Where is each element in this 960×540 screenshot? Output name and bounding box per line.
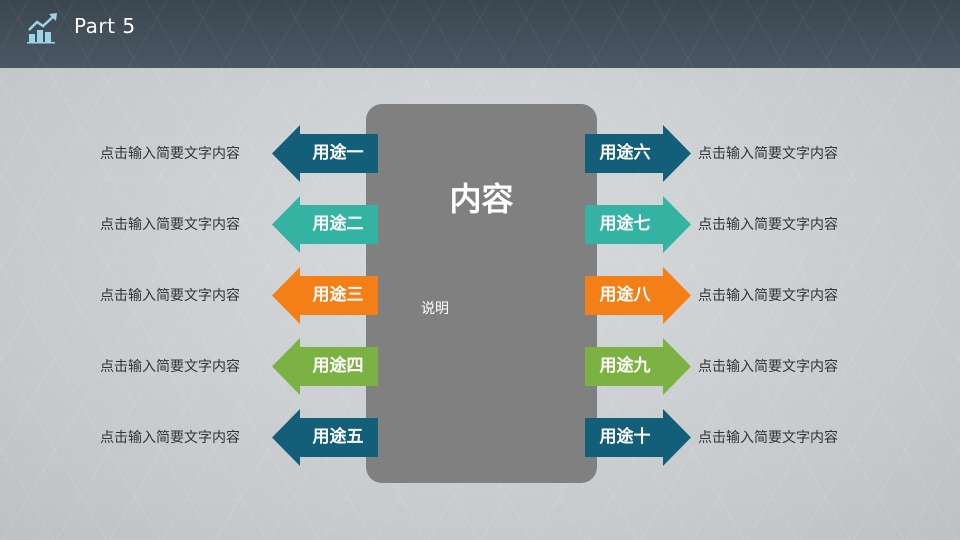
arrow-left-shape — [272, 409, 378, 466]
usage-description: 点击输入简要文字内容 — [698, 217, 838, 233]
usage-arrow-right: 用途七 — [585, 196, 691, 253]
usage-description: 点击输入简要文字内容 — [100, 217, 240, 233]
arrow-right-shape — [585, 338, 691, 395]
arrow-left-shape — [272, 338, 378, 395]
arrow-left-shape — [272, 125, 378, 182]
usage-label: 用途一 — [312, 143, 364, 163]
content-box: 内容 说明 — [366, 104, 597, 483]
usage-description: 点击输入简要文字内容 — [100, 146, 240, 162]
content-title: 内容 — [449, 180, 514, 218]
arrow-right-shape — [585, 196, 691, 253]
usage-label: 用途四 — [312, 356, 364, 376]
usage-label: 用途十 — [599, 427, 651, 447]
arrow-right-shape — [585, 409, 691, 466]
content-description: 说明 — [421, 301, 449, 317]
arrow-right-shape — [585, 125, 691, 182]
growth-chart-icon — [27, 13, 57, 44]
usage-arrow-left: 用途二 — [272, 196, 378, 253]
usage-label: 用途七 — [599, 214, 651, 234]
usage-arrow-right: 用途六 — [585, 125, 691, 182]
usage-arrow-left: 用途一 — [272, 125, 378, 182]
usage-label: 用途五 — [312, 427, 364, 447]
page-title: Part 5 — [74, 14, 136, 38]
arrow-right-shape — [585, 267, 691, 324]
usage-label: 用途九 — [599, 356, 651, 376]
arrow-left-shape — [272, 196, 378, 253]
usage-label: 用途二 — [312, 214, 364, 234]
usage-arrow-left: 用途四 — [272, 338, 378, 395]
arrow-left-shape — [272, 267, 378, 324]
usage-description: 点击输入简要文字内容 — [100, 359, 240, 375]
usage-arrow-left: 用途五 — [272, 409, 378, 466]
usage-description: 点击输入简要文字内容 — [698, 430, 838, 446]
usage-label: 用途八 — [599, 285, 651, 305]
usage-label: 用途三 — [312, 285, 364, 305]
header-bar: Part 5 — [0, 0, 960, 68]
usage-description: 点击输入简要文字内容 — [100, 430, 240, 446]
usage-description: 点击输入简要文字内容 — [698, 146, 838, 162]
usage-description: 点击输入简要文字内容 — [698, 288, 838, 304]
usage-description: 点击输入简要文字内容 — [698, 359, 838, 375]
usage-description: 点击输入简要文字内容 — [100, 288, 240, 304]
usage-arrow-left: 用途三 — [272, 267, 378, 324]
usage-arrow-right: 用途八 — [585, 267, 691, 324]
usage-label: 用途六 — [599, 143, 651, 163]
usage-arrow-right: 用途十 — [585, 409, 691, 466]
usage-arrow-right: 用途九 — [585, 338, 691, 395]
